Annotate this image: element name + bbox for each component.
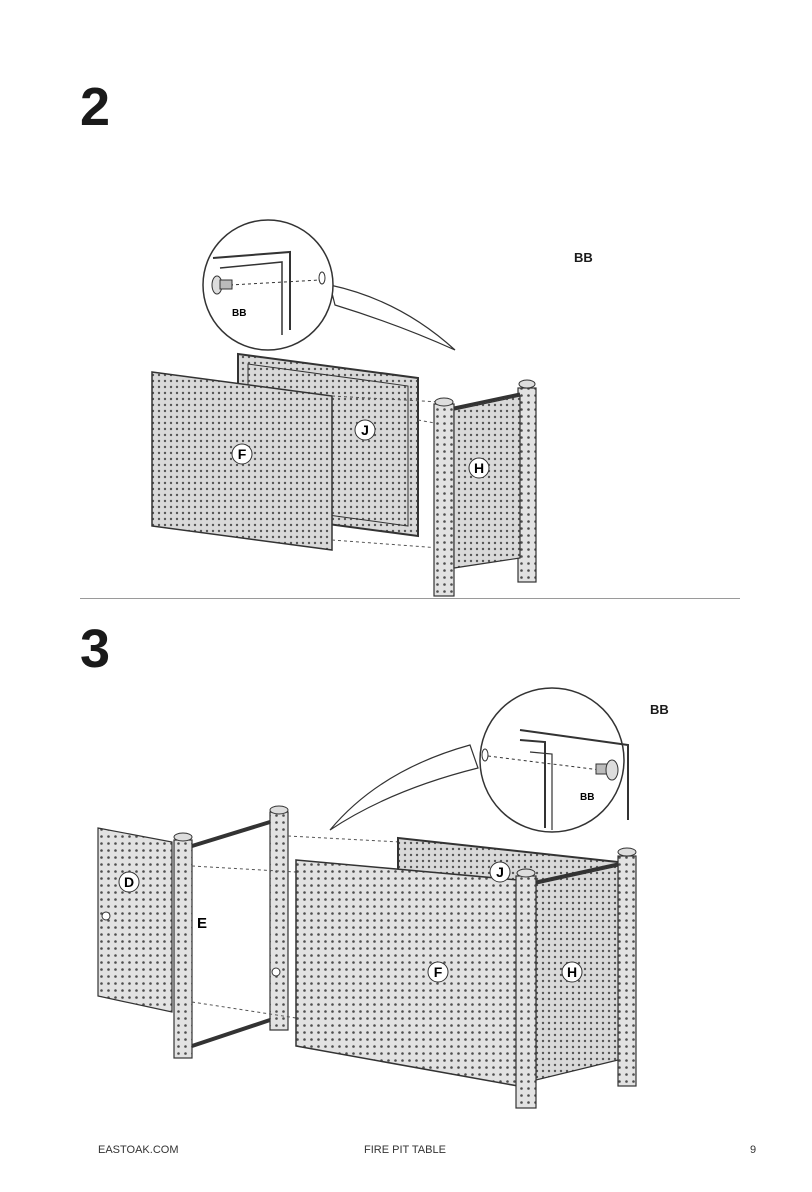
footer-title: FIRE PIT TABLE	[364, 1144, 446, 1156]
panel-h-assembly	[536, 848, 636, 1086]
step-3-detail-zoom	[330, 688, 628, 832]
svg-text:D: D	[124, 874, 134, 890]
part-badge-e: E	[197, 915, 207, 932]
panel-d	[98, 828, 172, 1012]
part-badge-j: J	[490, 862, 510, 882]
front-leg	[516, 869, 536, 1108]
step-3-detail-label: BB	[580, 792, 594, 803]
svg-text:H: H	[567, 964, 577, 980]
svg-text:F: F	[434, 964, 443, 980]
footer-website: EASTOAK.COM	[98, 1144, 178, 1156]
part-badge-d: D	[119, 872, 139, 892]
part-badge-f: F	[428, 962, 448, 982]
panel-f	[296, 860, 518, 1086]
step-3-illustration: BB D E	[0, 0, 812, 1130]
page-number: 9	[750, 1144, 756, 1156]
svg-text:J: J	[496, 864, 504, 880]
frame-e	[174, 806, 288, 1058]
part-badge-h: H	[562, 962, 582, 982]
svg-text:E: E	[197, 915, 207, 932]
